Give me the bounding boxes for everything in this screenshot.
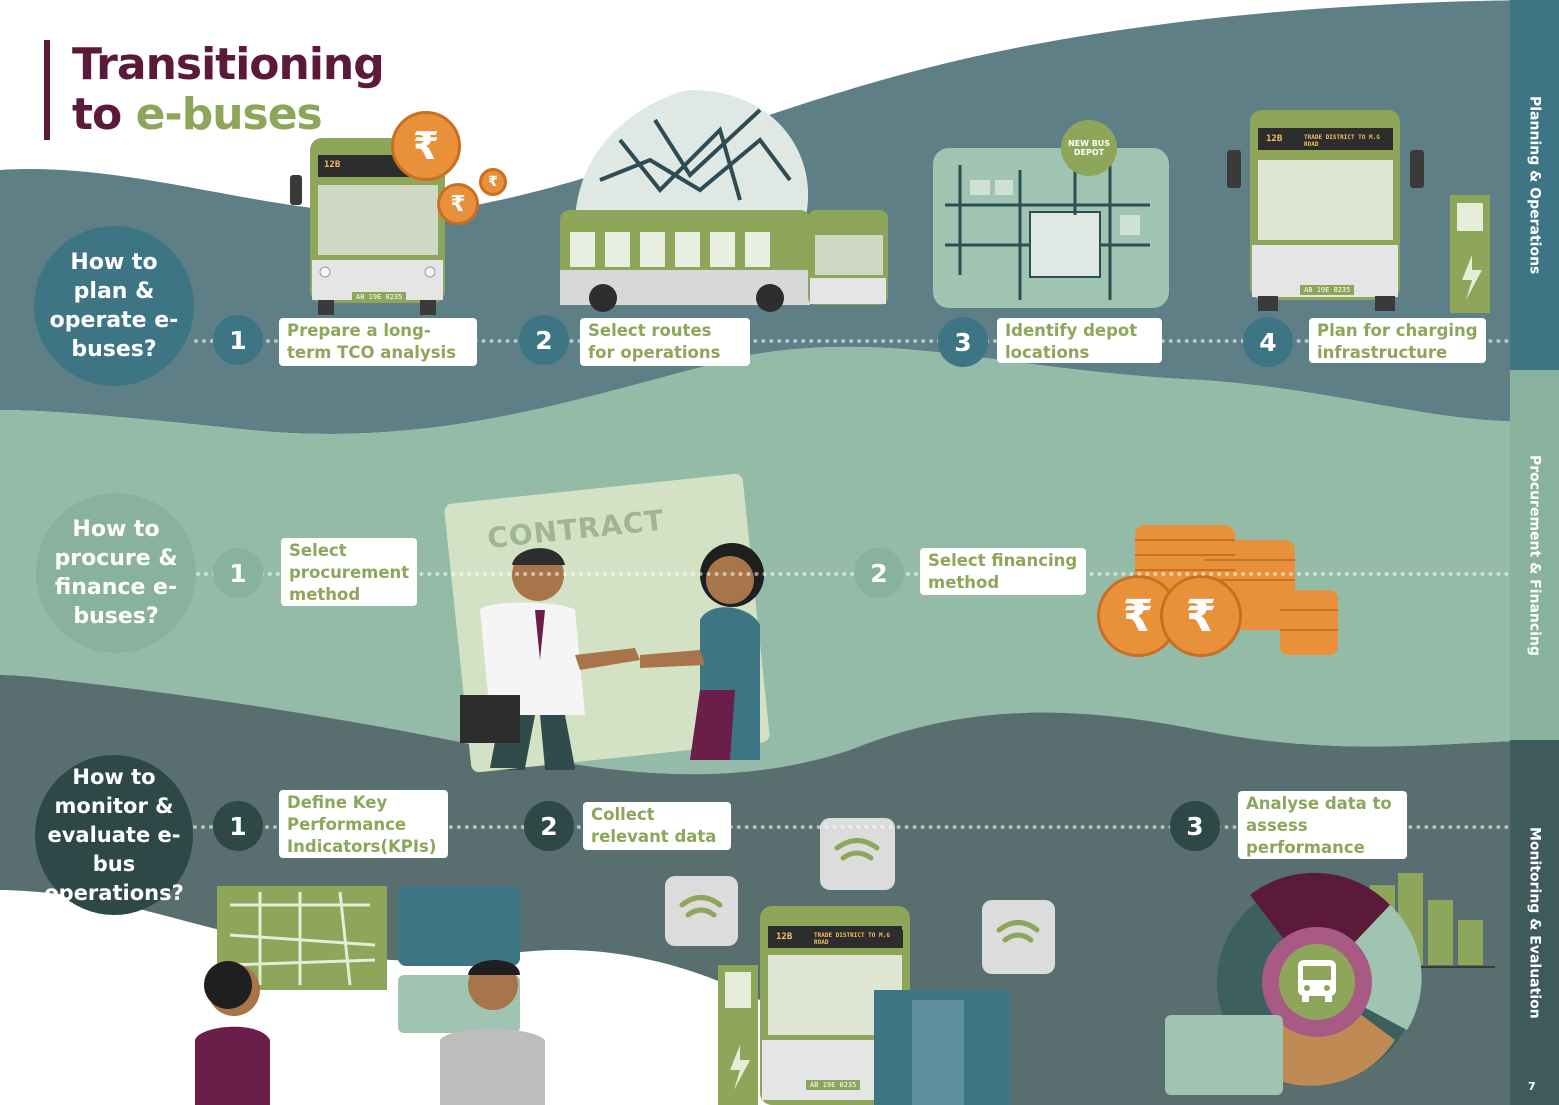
step-number-monitor-2: 2 xyxy=(524,801,574,851)
question-plan-operate: How to plan & operate e-buses? xyxy=(34,226,194,386)
bus-destination: TRADE DISTRICT TO M.G ROAD xyxy=(810,930,903,948)
procurement-band xyxy=(0,346,1559,775)
rupee-coin-icon: ₹ xyxy=(1160,575,1242,657)
depot-badge: NEW BUS DEPOT xyxy=(1061,120,1117,176)
route-network-illustration xyxy=(560,90,888,312)
charging-bus-illustration xyxy=(1227,110,1490,313)
step-label-collect-data: Collect relevant data xyxy=(583,802,731,850)
side-label-text: Monitoring & Evaluation xyxy=(1526,826,1543,1019)
side-strip-planning xyxy=(1510,0,1559,370)
side-strip-procurement xyxy=(1510,370,1559,740)
bus-route-number: 12B xyxy=(772,930,797,944)
step-number-monitor-3: 3 xyxy=(1170,801,1220,851)
page-number-left: 6 xyxy=(27,1080,35,1093)
side-label-planning: Planning & Operations xyxy=(1510,0,1559,370)
step-label-analyse-data: Analyse data to assess performance xyxy=(1238,791,1407,859)
step-number-plan-4: 4 xyxy=(1243,317,1293,367)
page-title: Transitioning to e-buses xyxy=(44,39,385,140)
question-monitor-evaluate: How to monitor & evaluate e-bus operatio… xyxy=(35,755,193,915)
question-text: How to monitor & evaluate e-bus operatio… xyxy=(44,764,184,905)
side-label-procurement: Procurement & Financing xyxy=(1510,370,1559,740)
side-label-text: Procurement & Financing xyxy=(1526,454,1543,656)
step-label-routes: Select routes for operations xyxy=(580,318,750,366)
step-label-procurement-method: Select procurement method xyxy=(281,538,417,606)
step-number-plan-2: 2 xyxy=(519,315,569,365)
step-label-kpis: Define Key Performance Indicators(KPIs) xyxy=(279,790,448,858)
question-procure-finance: How to procure & finance e-buses? xyxy=(36,493,196,653)
bus-route-number: 12B xyxy=(320,158,345,172)
question-text: How to procure & finance e-buses? xyxy=(54,517,178,629)
step-number-procure-1: 1 xyxy=(213,548,263,598)
bus-route-number: 12B xyxy=(1262,132,1287,146)
step-label-tco: Prepare a long-term TCO analysis xyxy=(279,318,477,366)
rupee-coin-icon: ₹ xyxy=(479,168,507,196)
bus-plate: AB 19E 0235 xyxy=(806,1080,861,1090)
page-number-right: 7 xyxy=(1528,1080,1536,1093)
title-prefix: to xyxy=(72,89,136,140)
title-accent: e-buses xyxy=(135,89,323,140)
kpi-map-illustration xyxy=(195,886,545,1105)
bus-plate: AB 19E 0235 xyxy=(1300,285,1355,295)
depot-map-illustration xyxy=(933,148,1169,308)
depot-badge-text: NEW BUS DEPOT xyxy=(1067,139,1111,157)
connector-line-planning xyxy=(194,339,1510,343)
rupee-coin-icon: ₹ xyxy=(437,183,479,225)
handshake-people xyxy=(460,543,764,768)
bus-icon xyxy=(1298,960,1336,1002)
bus-destination: TRADE DISTRICT TO M.G ROAD xyxy=(1300,132,1388,150)
rupee-coin-icon: ₹ xyxy=(1097,575,1179,657)
connector-line-procurement xyxy=(196,572,1510,576)
rupee-coin-icon: ₹ xyxy=(391,111,461,181)
side-label-monitoring: Monitoring & Evaluation xyxy=(1510,740,1559,1105)
side-label-text: Planning & Operations xyxy=(1526,95,1543,275)
step-number-monitor-1: 1 xyxy=(213,801,263,851)
monitoring-band xyxy=(0,675,1559,1105)
step-number-plan-3: 3 xyxy=(938,317,988,367)
title-line-2: to e-buses xyxy=(72,90,384,140)
step-number-procure-2: 2 xyxy=(854,548,904,598)
title-line-1: Transitioning xyxy=(72,39,385,90)
step-label-financing-method: Select financing method xyxy=(920,548,1086,595)
connector-line-monitoring xyxy=(193,825,1510,829)
step-label-charging: Plan for charging infrastructure xyxy=(1309,318,1486,363)
question-text: How to plan & operate e-buses? xyxy=(49,250,179,362)
bus-plate: AB 19E 0235 xyxy=(352,292,407,302)
step-label-depot: Identify depot locations xyxy=(997,318,1162,363)
side-strip-monitoring xyxy=(1510,740,1559,1105)
step-number-plan-1: 1 xyxy=(213,315,263,365)
